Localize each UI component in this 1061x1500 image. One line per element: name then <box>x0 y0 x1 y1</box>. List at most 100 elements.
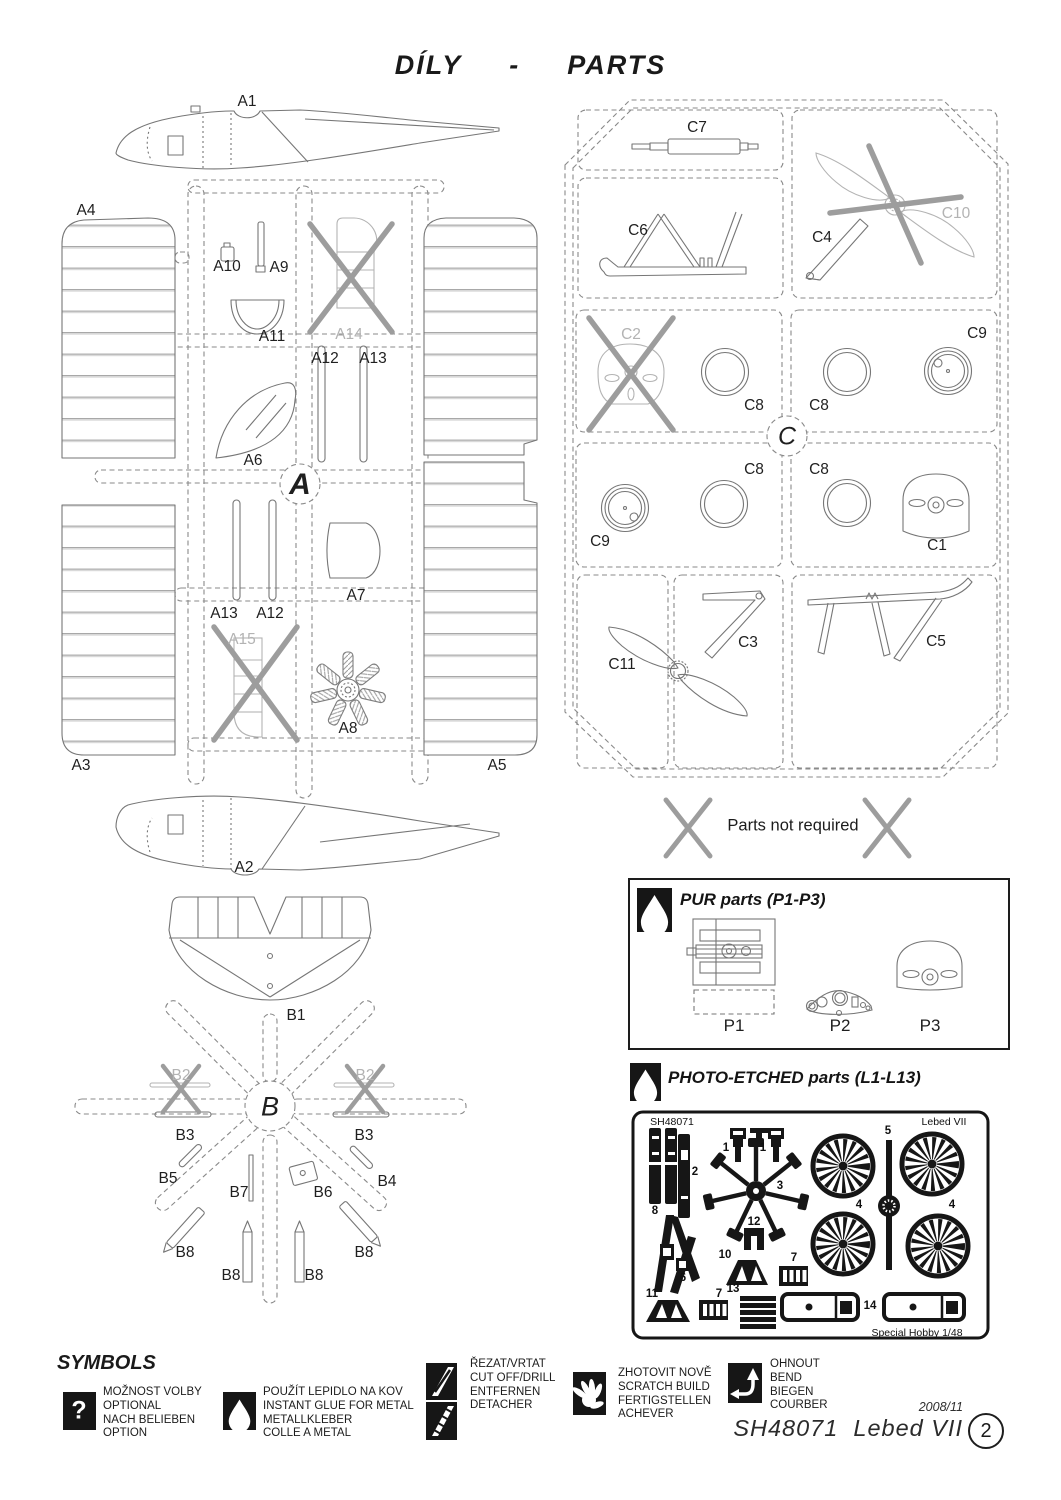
part-label-a5: A5 <box>487 757 507 774</box>
part-label-4: 4 <box>855 1199 863 1211</box>
part-label-p3: P3 <box>919 1016 941 1035</box>
part-label-3: 3 <box>776 1180 784 1192</box>
part-label-p2: P2 <box>829 1016 851 1035</box>
part-label-b2: B2 <box>355 1067 375 1084</box>
part-label-c1: C1 <box>927 537 947 554</box>
part-label-lebed-vii: Lebed VII <box>921 1116 967 1128</box>
part-label-c8: C8 <box>809 397 829 414</box>
part-label-1: 1 <box>722 1142 730 1154</box>
part-label-b8: B8 <box>221 1267 241 1284</box>
part-label-c7: C7 <box>687 119 707 136</box>
symbol-line: NACH BELIEBEN <box>103 1413 196 1426</box>
part-label-8: 8 <box>651 1205 659 1217</box>
part-label-7: 7 <box>790 1252 798 1264</box>
pur-parts-title: PUR parts (P1-P3) <box>680 890 826 909</box>
symbol-line: ŘEZAT/VRTAT <box>470 1358 546 1370</box>
part-label-special-hobby-1-48: Special Hobby 1/48 <box>871 1327 963 1339</box>
part-label-1: 1 <box>759 1142 767 1154</box>
part-label-a12: A12 <box>311 350 339 367</box>
sprue-a-letter: A <box>289 468 311 501</box>
symbol-glue-metal: POUŽÍT LEPIDLO NA KOV INSTANT GLUE FOR M… <box>263 1386 414 1441</box>
part-label-c8: C8 <box>809 461 829 478</box>
part-label-a11: A11 <box>258 328 286 345</box>
symbol-line: COURBER <box>770 1399 828 1412</box>
part-label-c9: C9 <box>590 533 610 550</box>
symbol-line: DETACHER <box>470 1399 533 1412</box>
part-label-a15: A15 <box>228 631 256 648</box>
page-title: DÍLY - PARTS <box>394 50 667 80</box>
symbol-line: METALLKLEBER <box>263 1413 353 1426</box>
part-label-a13: A13 <box>359 350 387 367</box>
bend-icon <box>728 1363 762 1403</box>
photo-etched-title: PHOTO-ETCHED parts (L1-L13) <box>668 1068 921 1087</box>
part-label-6: 6 <box>679 1272 687 1284</box>
pur-drop-icon <box>637 888 672 937</box>
symbol-cut-off: ŘEZAT/VRTAT CUT OFF/DRILL ENTFERNEN DETA… <box>470 1358 555 1413</box>
part-label-11: 11 <box>645 1288 659 1300</box>
symbol-line: COLLE A METAL <box>263 1427 351 1440</box>
part-label-b7: B7 <box>229 1184 249 1201</box>
part-label-a4: A4 <box>76 202 96 219</box>
symbol-line: FERTIGSTELLEN <box>618 1394 712 1407</box>
part-label-7: 7 <box>715 1288 723 1300</box>
symbol-line: ENTFERNEN <box>470 1385 541 1398</box>
part-label-a8: A8 <box>338 720 358 737</box>
part-label-b8: B8 <box>354 1244 374 1261</box>
part-label-sh48071: SH48071 <box>650 1116 694 1128</box>
part-label-c9: C9 <box>967 325 987 342</box>
symbol-line: ACHEVER <box>618 1408 674 1421</box>
symbol-line: MOŽNOST VOLBY <box>103 1386 202 1398</box>
sprue-b-runners <box>74 1000 467 1304</box>
part-label-b4: B4 <box>377 1173 397 1190</box>
part-label-c2: C2 <box>621 326 641 343</box>
sprue-c-parts <box>599 138 973 717</box>
part-label-2: 2 <box>691 1166 699 1178</box>
part-label-b3: B3 <box>354 1127 374 1144</box>
symbol-bend: OHNOUT BEND BIEGEN COURBER <box>770 1358 828 1413</box>
part-label-a7: A7 <box>346 587 366 604</box>
part-label-b8: B8 <box>175 1244 195 1261</box>
not-required-cross-marks <box>160 143 964 1115</box>
part-label-a9: A9 <box>269 259 289 276</box>
question-icon: ? <box>71 1396 87 1425</box>
sprue-c-runners <box>279 99 1009 778</box>
part-label-b2: B2 <box>171 1067 191 1084</box>
symbols-title: SYMBOLS <box>57 1352 156 1374</box>
pe-drop-icon <box>630 1063 661 1106</box>
pur-parts-box <box>628 878 1010 1050</box>
footer-kit-code: SH48071 Lebed VII <box>733 1415 963 1441</box>
footer-date: 2008/11 <box>918 1400 963 1414</box>
part-label-4: 4 <box>948 1199 956 1211</box>
symbol-optional: MOŽNOST VOLBY OPTIONAL NACH BELIEBEN OPT… <box>103 1386 202 1441</box>
symbol-line: SCRATCH BUILD <box>618 1380 710 1393</box>
part-label-c3: C3 <box>738 634 758 651</box>
scratch-build-icon <box>572 1372 606 1415</box>
symbol-line: CUT OFF/DRILL <box>470 1371 556 1384</box>
part-label-b6: B6 <box>313 1184 333 1201</box>
part-label-c6: C6 <box>628 222 648 239</box>
part-label-a13: A13 <box>210 605 238 622</box>
question-icon-box <box>63 1392 96 1430</box>
part-label-c8: C8 <box>744 461 764 478</box>
part-label-c8: C8 <box>744 397 764 414</box>
symbol-line: INSTANT GLUE FOR METAL <box>263 1399 414 1412</box>
parts-not-required-note: Parts not required <box>727 816 859 835</box>
part-label-12: 12 <box>747 1216 761 1228</box>
part-label-c5: C5 <box>926 633 946 650</box>
part-label-b3: B3 <box>175 1127 195 1144</box>
symbol-line: BEND <box>770 1371 802 1384</box>
symbol-scratch-build: ZHOTOVIT NOVĚ SCRATCH BUILD FERTIGSTELLE… <box>618 1367 712 1422</box>
symbol-line: POUŽÍT LEPIDLO NA KOV <box>263 1386 403 1398</box>
symbol-line: OHNOUT <box>770 1358 820 1370</box>
part-label-14: 14 <box>863 1300 877 1312</box>
part-label-5: 5 <box>884 1125 892 1137</box>
part-label-b5: B5 <box>158 1170 178 1187</box>
pur-parts-drawings <box>686 918 963 1017</box>
part-label-c10: C10 <box>941 205 971 222</box>
sprue-b-letter: B <box>260 1091 280 1122</box>
symbol-line: ZHOTOVIT NOVĚ <box>618 1367 712 1379</box>
sprue-b-parts <box>154 896 390 1283</box>
sprue-a-parts <box>61 105 538 876</box>
glue-drop-icon <box>223 1392 256 1433</box>
